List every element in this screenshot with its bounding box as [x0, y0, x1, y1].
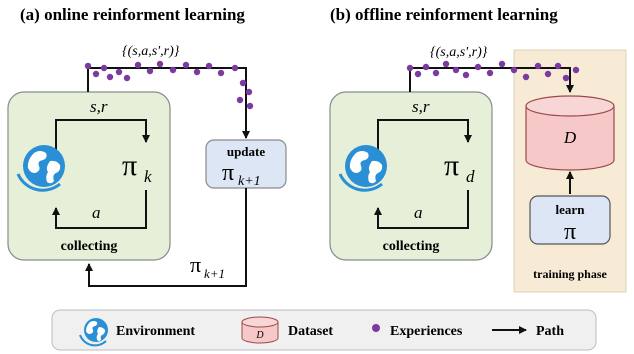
experience-dot [246, 102, 254, 110]
panel-b-training-phase-label: training phase [533, 267, 607, 281]
panel-b-action: a [414, 203, 423, 222]
panel-b-environment-icon [338, 145, 387, 192]
experience-dot [486, 69, 494, 77]
experience-dot [123, 74, 131, 82]
panel-a-action: a [92, 203, 101, 222]
legend-dataset-icon-label: D [255, 330, 264, 341]
panel-b-loop-bottom-arrow [374, 190, 469, 229]
experience-dot [572, 66, 580, 74]
experience-dot [205, 62, 213, 70]
experience-dot [414, 70, 422, 78]
panel-a-tuple-label: {(s,a,s',r)} [122, 44, 180, 59]
panel-b-loop-top-arrow [377, 119, 472, 160]
panel-a-state-reward: s,r [90, 97, 108, 116]
panel-a-loop-top-arrow [55, 119, 150, 160]
experience-dot [534, 62, 542, 70]
panel-a-environment-icon [16, 145, 65, 192]
panel-b-experience-dots [406, 60, 580, 82]
panel-b-policy: π [444, 149, 459, 182]
panel-a-return-path [85, 188, 247, 287]
experience-dot [544, 70, 552, 78]
panel-a: {(s,a,s',r)} s,r a π k collecting update… [7, 44, 287, 287]
legend-path-label: Path [536, 324, 564, 339]
experience-dot [236, 96, 244, 104]
legend-environment-icon [79, 318, 108, 347]
panel-a-loop-bottom-arrow [52, 190, 147, 229]
experience-dot [106, 73, 114, 81]
panel-b: {(s,a,s',r)} s,r a π d collecting D lear [329, 45, 627, 293]
panel-b-experience-path [409, 67, 574, 93]
experience-dot [474, 63, 482, 71]
panel-a-return-policy-subscript: k+1 [204, 266, 225, 281]
panel-b-collecting-label: collecting [383, 239, 440, 254]
experience-dot [156, 60, 164, 68]
panel-a-update-policy: π [222, 160, 234, 186]
panel-a-experience-dots [84, 60, 254, 110]
experience-dot [554, 62, 562, 70]
experience-dot [100, 64, 108, 72]
experience-dot [217, 69, 225, 77]
experience-dot [406, 64, 414, 72]
panel-a-return-policy: π [190, 252, 201, 277]
panel-a-collecting-label: collecting [61, 239, 118, 254]
experience-dot [169, 66, 177, 74]
panel-b-state-reward: s,r [412, 97, 430, 116]
legend: Environment D Dataset Experiences Path [51, 309, 597, 351]
experience-dot [231, 64, 239, 72]
panel-a-title: (a) online reinforment learning [20, 5, 245, 24]
experience-dot [193, 68, 201, 76]
legend-dataset-label: Dataset [288, 324, 333, 339]
experience-dot [452, 66, 460, 74]
experience-dot [134, 61, 142, 69]
legend-experience-dot [372, 324, 380, 332]
panel-b-dataset-cylinder [525, 95, 615, 171]
experience-dot [92, 70, 100, 78]
panel-b-policy-subscript: d [466, 167, 475, 186]
experience-dot [442, 60, 450, 68]
experience-dot [562, 74, 570, 82]
legend-dataset-icon [241, 316, 279, 344]
panel-b-title: (b) offline reinforment learning [330, 5, 558, 24]
panel-b-learn-box [529, 195, 611, 245]
panel-a-update-label: update [227, 144, 266, 159]
panel-b-learn-label: learn [556, 202, 586, 217]
experience-dot [245, 88, 253, 96]
experience-dot [422, 63, 430, 71]
experience-dot [522, 73, 530, 81]
experience-dot [432, 69, 440, 77]
panel-b-tuple-label: {(s,a,s',r)} [430, 45, 488, 60]
experience-dot [498, 60, 506, 68]
panel-a-policy: π [122, 149, 137, 182]
experience-dot [239, 79, 247, 87]
panel-a-experience-path [87, 67, 250, 139]
experience-dot [182, 61, 190, 69]
panel-b-learn-policy: π [564, 219, 576, 245]
experience-dot [462, 71, 470, 79]
legend-experiences-label: Experiences [390, 324, 463, 339]
experience-dot [84, 62, 92, 70]
panel-b-dataset-label: D [563, 128, 577, 147]
legend-environment-label: Environment [116, 324, 195, 339]
experience-dot [510, 66, 518, 74]
experience-dot [115, 68, 123, 76]
legend-box [51, 309, 597, 351]
panel-a-update-policy-subscript: k+1 [238, 174, 261, 189]
panel-a-policy-subscript: k [144, 167, 152, 186]
experience-dot [146, 67, 154, 75]
